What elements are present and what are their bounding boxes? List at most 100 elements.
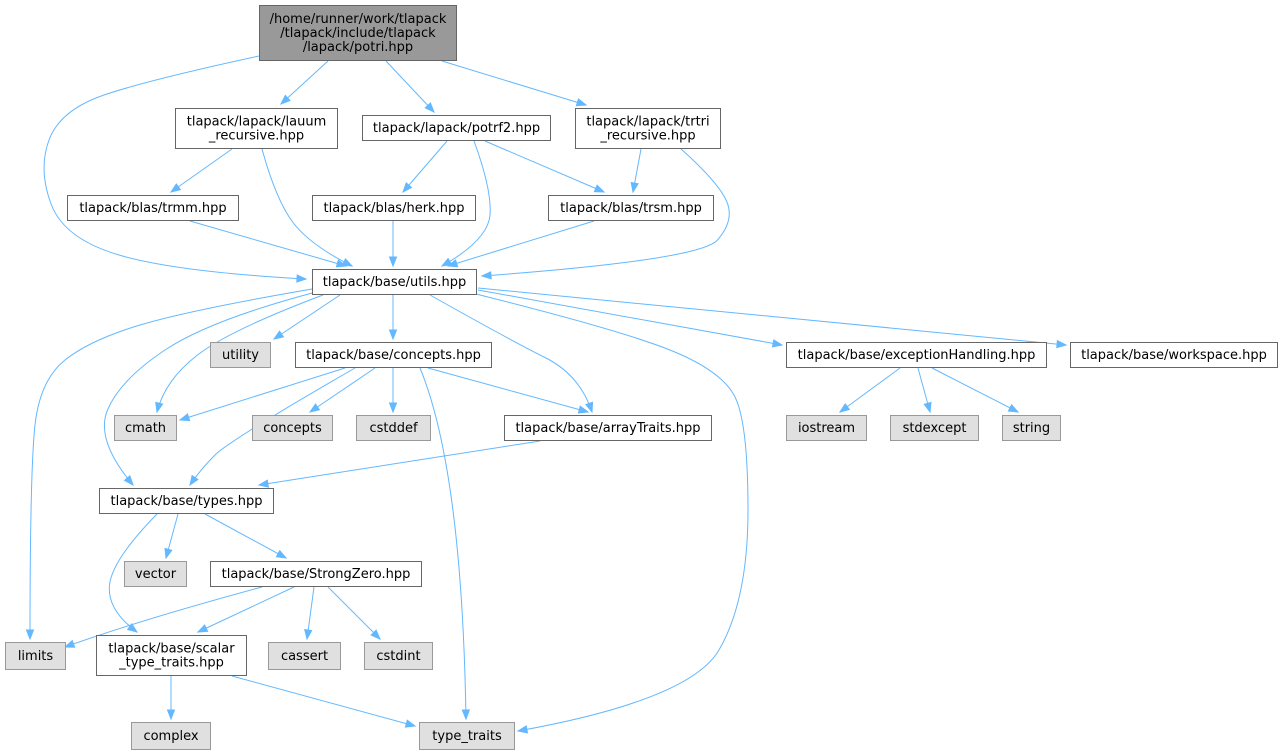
edge-trtri-to-utils xyxy=(480,148,730,280)
node-label: tlapack/base/arrayTraits.hpp xyxy=(515,421,700,436)
edge-utils-to-workspace xyxy=(477,287,1068,349)
node-label: vector xyxy=(135,567,177,582)
node-label: iostream xyxy=(798,421,855,436)
node-trmm[interactable]: tlapack/blas/trmm.hpp xyxy=(67,195,239,221)
edge-concepts_hpp-to-type_traits xyxy=(419,367,471,721)
node-box xyxy=(1002,415,1061,441)
node-cstddef: cstddef xyxy=(356,415,431,441)
node-box xyxy=(548,195,714,221)
node-potrf2[interactable]: tlapack/lapack/potrf2.hpp xyxy=(362,115,551,141)
edge-potri-to-potrf2 xyxy=(385,60,435,114)
edge-utils-to-type_traits xyxy=(475,293,749,734)
node-trtri[interactable]: tlapack/lapack/trtri_recursive.hpp xyxy=(575,108,721,149)
node-box xyxy=(890,415,979,441)
node-label: tlapack/base/exceptionHandling.hpp xyxy=(798,348,1036,363)
node-box xyxy=(268,642,341,670)
node-types[interactable]: tlapack/base/types.hpp xyxy=(99,488,274,514)
node-concepts: concepts xyxy=(252,415,333,441)
node-lauum[interactable]: tlapack/lapack/lauum_recursive.hpp xyxy=(175,108,338,149)
node-label: tlapack/base/scalar xyxy=(108,642,235,657)
edge-strongzero-to-scalar xyxy=(196,586,295,633)
node-stdexcept: stdexcept xyxy=(890,415,979,441)
edge-strongzero-to-cstdint xyxy=(327,586,381,640)
node-herk[interactable]: tlapack/blas/herk.hpp xyxy=(312,195,476,221)
node-label: tlapack/lapack/potrf2.hpp xyxy=(373,121,540,136)
edge-utils-to-concepts_hpp xyxy=(388,295,398,341)
node-label: /home/runner/work/tlapack xyxy=(270,12,447,27)
node-box xyxy=(364,642,433,670)
node-label: cassert xyxy=(281,649,328,664)
node-box xyxy=(175,108,338,149)
edge-herk-to-utils xyxy=(388,221,398,268)
node-box xyxy=(99,488,274,514)
node-label: /lapack/potri.hpp xyxy=(303,40,413,55)
node-label: tlapack/base/workspace.hpp xyxy=(1081,348,1267,363)
node-label: limits xyxy=(18,649,54,664)
edge-lauum-to-utils xyxy=(261,148,354,267)
node-utils[interactable]: tlapack/base/utils.hpp xyxy=(312,269,477,295)
node-label: cstddef xyxy=(369,421,418,436)
edge-utils-to-exception xyxy=(477,289,784,348)
node-box xyxy=(504,415,712,441)
node-box xyxy=(575,108,721,149)
node-trsm[interactable]: tlapack/blas/trsm.hpp xyxy=(548,195,714,221)
node-potri: /home/runner/work/tlapack/tlapack/includ… xyxy=(259,5,457,61)
edge-scalar-to-complex xyxy=(166,676,176,721)
node-box xyxy=(312,269,477,295)
node-box xyxy=(1070,342,1278,368)
edge-exception-to-iostream xyxy=(838,367,901,413)
edge-types-to-scalar xyxy=(108,513,158,633)
edge-utils-to-cmath xyxy=(155,294,324,414)
node-concepts_hpp[interactable]: tlapack/base/concepts.hpp xyxy=(295,342,492,368)
node-box xyxy=(114,415,177,441)
edge-concepts_hpp-to-cmath xyxy=(178,367,346,422)
node-box xyxy=(124,561,187,587)
node-label: tlapack/blas/trmm.hpp xyxy=(79,201,226,216)
node-label: tlapack/blas/herk.hpp xyxy=(324,201,465,216)
node-box xyxy=(67,195,239,221)
edge-concepts_hpp-to-cstddef xyxy=(388,368,398,414)
edge-concepts_hpp-to-types xyxy=(189,367,356,487)
node-label: /tlapack/include/tlapack xyxy=(280,26,436,41)
edge-types-to-vector xyxy=(164,513,179,560)
edges-layer xyxy=(25,55,1068,734)
node-utility: utility xyxy=(210,342,271,368)
edge-concepts_hpp-to-concepts xyxy=(308,367,376,413)
node-box xyxy=(252,415,333,441)
edge-trmm-to-utils xyxy=(189,220,348,268)
node-workspace[interactable]: tlapack/base/workspace.hpp xyxy=(1070,342,1278,368)
node-label: type_traits xyxy=(432,729,502,744)
node-box xyxy=(356,415,431,441)
edge-trtri-to-trsm xyxy=(630,148,642,194)
node-label: concepts xyxy=(263,421,322,436)
node-label: cmath xyxy=(125,421,166,436)
edge-trsm-to-utils xyxy=(446,220,595,268)
edge-utils-to-arraytraits xyxy=(429,294,594,414)
node-box xyxy=(419,722,515,750)
edge-utils-to-limits xyxy=(25,288,313,641)
node-scalar[interactable]: tlapack/base/scalar_type_traits.hpp xyxy=(96,635,247,676)
node-arraytraits[interactable]: tlapack/base/arrayTraits.hpp xyxy=(504,415,712,441)
edge-potrf2-to-utils xyxy=(440,140,491,267)
node-box xyxy=(5,642,66,670)
edge-utils-to-utility xyxy=(272,294,341,340)
edge-potrf2-to-herk xyxy=(402,140,448,194)
node-label: _recursive.hpp xyxy=(208,129,304,144)
edge-concepts_hpp-to-arraytraits xyxy=(427,367,590,414)
node-type_traits: type_traits xyxy=(419,722,515,750)
node-box xyxy=(786,342,1047,368)
edge-strongzero-to-limits xyxy=(63,586,263,648)
edge-potri-to-utils xyxy=(43,55,308,283)
node-label: tlapack/base/types.hpp xyxy=(110,494,262,509)
edge-potri-to-lauum xyxy=(279,60,329,105)
node-label: tlapack/blas/trsm.hpp xyxy=(560,201,702,216)
node-strongzero[interactable]: tlapack/base/StrongZero.hpp xyxy=(210,561,422,587)
node-box xyxy=(210,561,422,587)
edge-lauum-to-trmm xyxy=(169,148,233,193)
edge-potri-to-trtri xyxy=(441,60,588,107)
node-label: _type_traits.hpp xyxy=(118,656,224,671)
node-exception[interactable]: tlapack/base/exceptionHandling.hpp xyxy=(786,342,1047,368)
node-box xyxy=(131,722,211,750)
node-label: string xyxy=(1013,421,1050,436)
